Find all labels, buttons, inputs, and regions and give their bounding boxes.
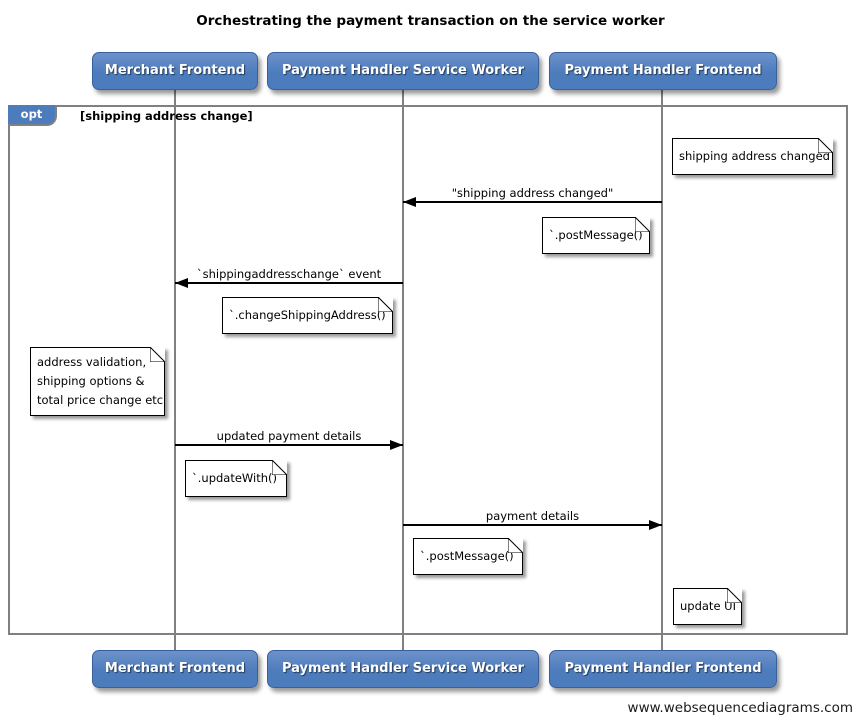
arrowhead-left-icon bbox=[175, 278, 188, 288]
message-label-3: updated payment details bbox=[216, 429, 362, 443]
arrowhead-right-icon bbox=[390, 440, 403, 450]
message-arrow-1 bbox=[403, 197, 662, 207]
note-text: `.updateWith()` bbox=[192, 471, 283, 485]
note-address-validation: address validation, shipping options & t… bbox=[30, 347, 165, 416]
arrowhead-right-icon bbox=[649, 520, 662, 530]
lifeline-payment-handler-frontend bbox=[661, 90, 663, 651]
note-fold-icon bbox=[150, 347, 165, 362]
diagram-title: Orchestrating the payment transaction on… bbox=[196, 13, 665, 29]
actor-payment-handler-service-worker-top: Payment Handler Service Worker bbox=[267, 52, 539, 90]
message-label-1: "shipping address changed" bbox=[451, 186, 614, 200]
arrowhead-left-icon bbox=[403, 197, 416, 207]
note-fold-icon bbox=[272, 460, 287, 475]
lifeline-payment-handler-service-worker bbox=[402, 90, 404, 651]
opt-operator-tab: opt bbox=[8, 105, 57, 126]
message-arrow-4 bbox=[403, 520, 662, 530]
actor-payment-handler-service-worker-bottom: Payment Handler Service Worker bbox=[267, 650, 539, 688]
note-text-line: total price change etc bbox=[37, 393, 164, 407]
note-fold-icon bbox=[818, 138, 833, 153]
note-text: shipping address changed bbox=[679, 149, 830, 163]
note-changeshippingaddress: `.changeShippingAddress()` bbox=[222, 297, 393, 334]
note-fold-icon bbox=[635, 217, 650, 232]
actor-payment-handler-frontend-bottom: Payment Handler Frontend bbox=[549, 650, 777, 688]
note-text: `.postMessage()` bbox=[420, 549, 520, 563]
actor-merchant-frontend-top: Merchant Frontend bbox=[92, 52, 258, 90]
lifeline-merchant-frontend bbox=[174, 90, 176, 651]
opt-guard-label: [shipping address change] bbox=[80, 109, 253, 123]
watermark: www.websequencediagrams.com bbox=[627, 700, 853, 716]
message-label-4: payment details bbox=[485, 509, 580, 523]
note-text-line: address validation, bbox=[37, 355, 147, 369]
note-postmessage-1: `.postMessage()` bbox=[542, 217, 650, 254]
message-arrow-2 bbox=[175, 278, 403, 288]
note-postmessage-2: `.postMessage()` bbox=[413, 538, 523, 575]
note-text: `.changeShippingAddress()` bbox=[229, 308, 392, 322]
note-shipping-address-changed: shipping address changed bbox=[672, 138, 833, 175]
note-fold-icon bbox=[727, 588, 742, 603]
actor-payment-handler-frontend-top: Payment Handler Frontend bbox=[549, 52, 777, 90]
note-fold-icon bbox=[508, 538, 523, 553]
opt-fragment-frame bbox=[8, 105, 848, 635]
note-fold-icon bbox=[378, 297, 393, 312]
note-updatewith: `.updateWith()` bbox=[185, 460, 287, 497]
note-text: `.postMessage()` bbox=[549, 228, 649, 242]
message-arrow-3 bbox=[175, 440, 403, 450]
message-label-2: `shippingaddresschange` event bbox=[196, 267, 382, 281]
actor-merchant-frontend-bottom: Merchant Frontend bbox=[92, 650, 258, 688]
note-text: update UI bbox=[680, 599, 736, 613]
note-update-ui: update UI bbox=[673, 588, 742, 625]
note-text-line: shipping options & bbox=[37, 374, 145, 388]
